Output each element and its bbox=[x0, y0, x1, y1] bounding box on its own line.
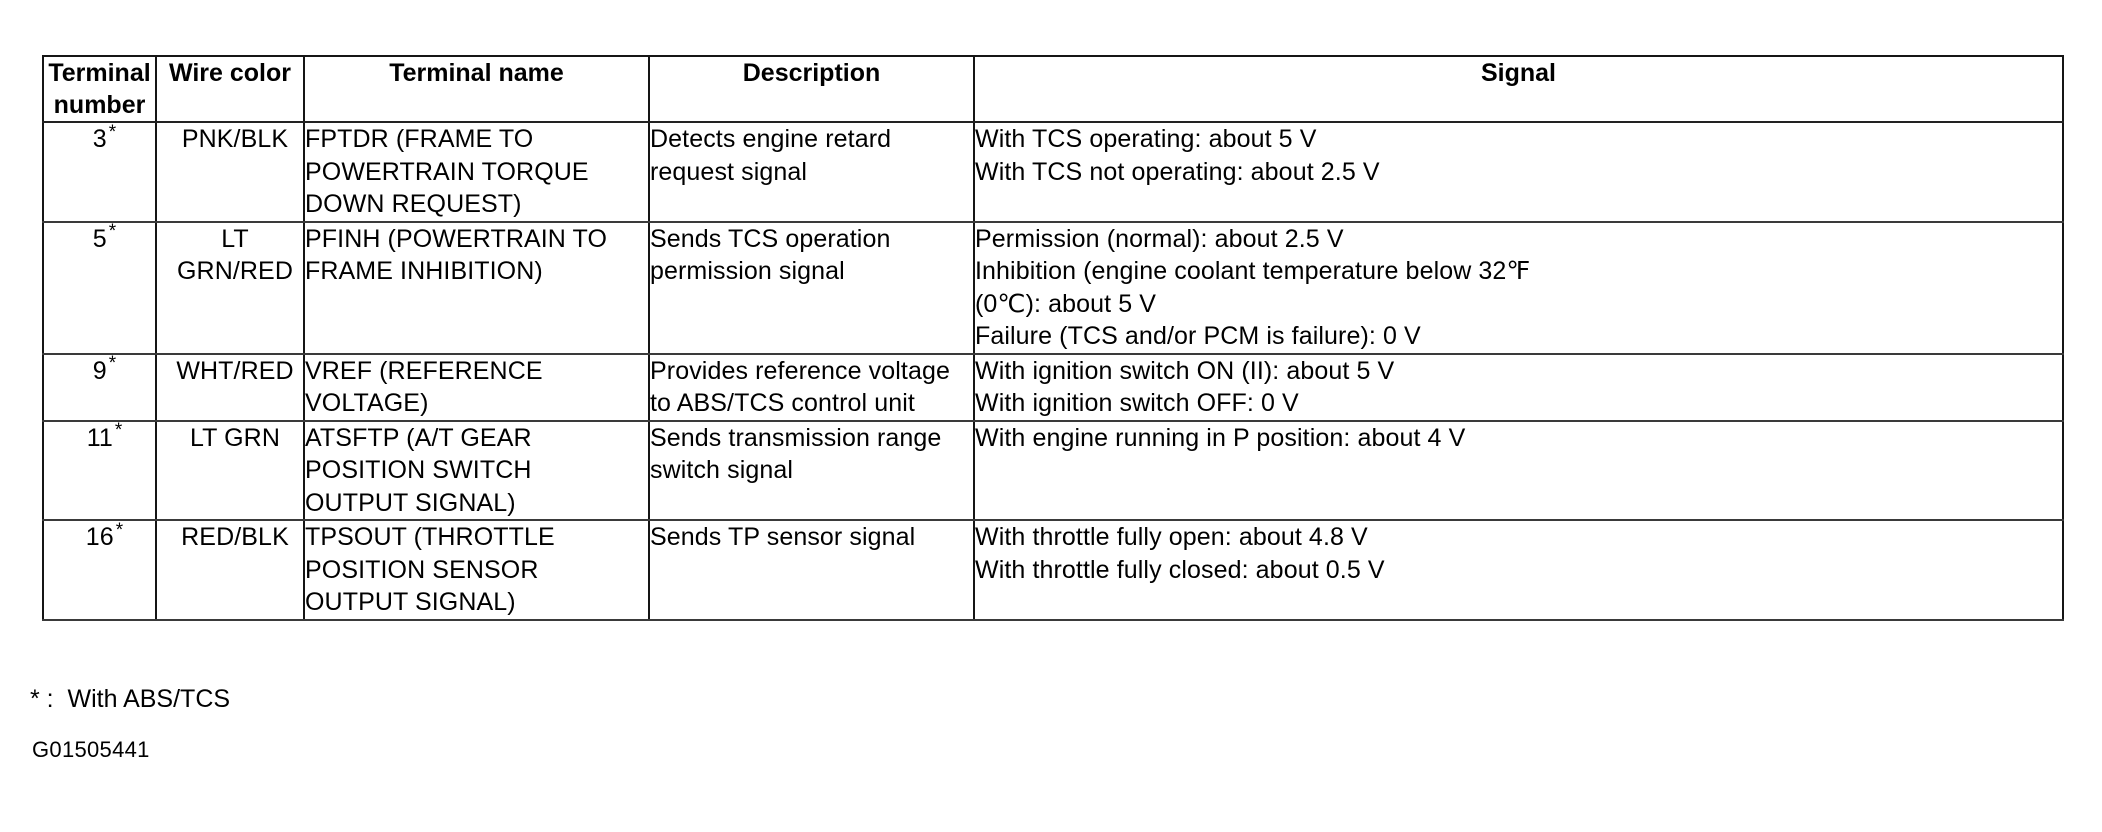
cell-terminal-name: VREF (REFERENCE VOLTAGE) bbox=[303, 352, 650, 422]
terminal-wiring-table: Terminal number Wire color Terminal name… bbox=[42, 55, 2064, 621]
table-row: 9* WHT/RED VREF (REFERENCE VOLTAGE) Prov… bbox=[42, 352, 2064, 422]
cell-description: Sends TP sensor signal bbox=[648, 519, 975, 621]
terminal-number-value: 16 bbox=[85, 523, 114, 551]
abs-tcs-marker: * bbox=[108, 353, 117, 375]
cell-terminal-number: 11* bbox=[42, 419, 157, 521]
cell-signal: With throttle fully open: about 4.8 V Wi… bbox=[973, 519, 2064, 621]
cell-terminal-number: 9* bbox=[42, 352, 157, 422]
table-row: 3* PNK/BLK FPTDR (FRAME TO POWERTRAIN TO… bbox=[42, 121, 2064, 223]
cell-terminal-name: FPTDR (FRAME TO POWERTRAIN TORQUE DOWN R… bbox=[303, 121, 650, 223]
cell-signal: With TCS operating: about 5 V With TCS n… bbox=[973, 121, 2064, 223]
terminal-number-value: 3 bbox=[92, 125, 107, 153]
abs-tcs-marker: * bbox=[115, 519, 124, 541]
table-header-row: Terminal number Wire color Terminal name… bbox=[42, 55, 2064, 123]
column-header-wire-color: Wire color bbox=[155, 55, 305, 123]
cell-terminal-number: 16* bbox=[42, 519, 157, 621]
table-row: 16* RED/BLK TPSOUT (THROTTLE POSITION SE… bbox=[42, 519, 2064, 621]
cell-terminal-number: 5* bbox=[42, 220, 157, 355]
footnote: * : With ABS/TCS bbox=[30, 685, 231, 713]
cell-terminal-name: TPSOUT (THROTTLE POSITION SENSOR OUTPUT … bbox=[303, 519, 650, 621]
column-header-terminal-name: Terminal name bbox=[303, 55, 650, 123]
column-header-description: Description bbox=[648, 55, 975, 123]
cell-description: Provides reference voltage to ABS/TCS co… bbox=[648, 352, 975, 422]
table-row: 11* LT GRN ATSFTP (A/T GEAR POSITION SWI… bbox=[42, 419, 2064, 521]
column-header-terminal-number: Terminal number bbox=[42, 55, 157, 123]
cell-wire-color: WHT/RED bbox=[155, 352, 305, 422]
cell-description: Detects engine retard request signal bbox=[648, 121, 975, 223]
cell-wire-color: PNK/BLK bbox=[155, 121, 305, 223]
abs-tcs-marker: * bbox=[114, 420, 123, 442]
cell-wire-color: RED/BLK bbox=[155, 519, 305, 621]
cell-description: Sends transmission range switch signal bbox=[648, 419, 975, 521]
terminal-number-value: 11 bbox=[86, 423, 113, 452]
table-row: 5* LT GRN/RED PFINH (POWERTRAIN TO FRAME… bbox=[42, 220, 2064, 355]
cell-terminal-name: PFINH (POWERTRAIN TO FRAME INHIBITION) bbox=[303, 220, 650, 355]
abs-tcs-marker: * bbox=[108, 221, 117, 243]
cell-terminal-number: 3* bbox=[42, 121, 157, 223]
column-header-signal: Signal bbox=[973, 55, 2064, 123]
cell-terminal-name: ATSFTP (A/T GEAR POSITION SWITCH OUTPUT … bbox=[303, 419, 650, 521]
cell-description: Sends TCS operation permission signal bbox=[648, 220, 975, 355]
cell-signal: With engine running in P position: about… bbox=[973, 419, 2064, 521]
terminal-number-value: 5 bbox=[92, 224, 107, 253]
reference-code: G01505441 bbox=[32, 737, 150, 762]
cell-wire-color: LT GRN bbox=[155, 419, 305, 521]
cell-signal: With ignition switch ON (II): about 5 V … bbox=[973, 352, 2064, 422]
abs-tcs-marker: * bbox=[108, 121, 117, 143]
table-body: 3* PNK/BLK FPTDR (FRAME TO POWERTRAIN TO… bbox=[42, 121, 2064, 621]
cell-signal: Permission (normal): about 2.5 V Inhibit… bbox=[973, 220, 2064, 355]
cell-wire-color: LT GRN/RED bbox=[155, 220, 305, 355]
table-header: Terminal number Wire color Terminal name… bbox=[42, 55, 2064, 123]
terminal-number-value: 9 bbox=[92, 356, 107, 385]
